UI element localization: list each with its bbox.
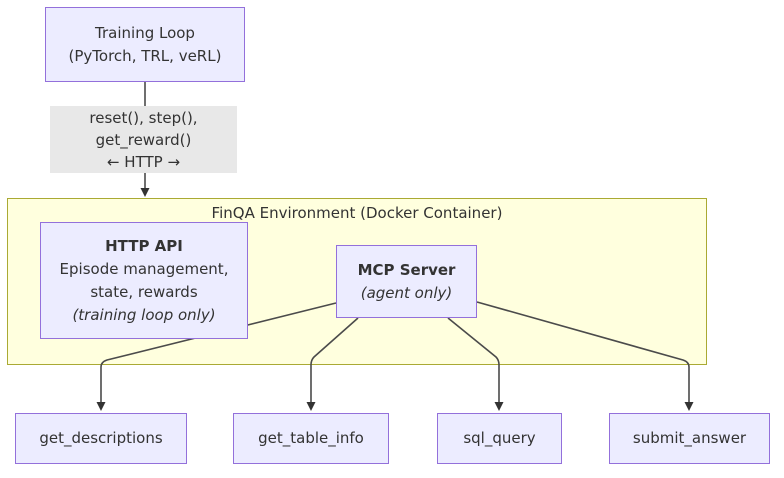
http-api-desc1: Episode management,: [59, 259, 229, 278]
tool-node-sql-query: sql_query: [437, 413, 562, 464]
tool-node-get-descriptions: get_descriptions: [15, 413, 187, 464]
http-edge-label: reset(), step(), get_reward() ← HTTP →: [50, 106, 237, 173]
edge-mcp-to-get-table-info: [310, 317, 359, 403]
tool-label: get_table_info: [258, 429, 364, 447]
http-api-node: HTTP API Episode management, state, rewa…: [40, 222, 248, 339]
training-loop-sublabel: (PyTorch, TRL, veRL): [68, 46, 222, 65]
tool-label: get_descriptions: [39, 429, 163, 447]
down-arrowhead-environment: [140, 188, 150, 197]
tool-label: sql_query: [463, 429, 536, 447]
edge-mcp-to-sql-query: [447, 317, 500, 403]
edge-mcp-to-get-descriptions: [100, 302, 337, 403]
http-api-note: (training loop only): [72, 305, 216, 324]
down-arrowhead-get-descriptions: [96, 402, 106, 411]
edge-mcp-to-submit-answer: [476, 301, 690, 403]
mcp-server-title: MCP Server: [357, 260, 456, 279]
environment-title: FinQA Environment (Docker Container): [211, 204, 503, 222]
training-loop-node: Training Loop (PyTorch, TRL, veRL): [45, 7, 245, 82]
http-api-desc2: state, rewards: [90, 282, 198, 301]
tool-label: submit_answer: [632, 429, 747, 447]
down-arrowhead-get-table-info: [306, 402, 316, 411]
tool-node-get-table-info: get_table_info: [233, 413, 389, 464]
mcp-server-node: MCP Server (agent only): [336, 245, 477, 318]
edge-label-line1: reset(), step(),: [89, 108, 198, 127]
edge-label-line3: ← HTTP →: [106, 152, 181, 171]
mcp-server-note: (agent only): [360, 283, 453, 302]
edge-label-line2: get_reward(): [95, 130, 192, 149]
http-api-title: HTTP API: [105, 236, 183, 255]
training-loop-label: Training Loop: [95, 23, 195, 42]
down-arrowhead-submit-answer: [684, 402, 694, 411]
down-arrowhead-sql-query: [494, 402, 504, 411]
tool-node-submit-answer: submit_answer: [609, 413, 770, 464]
